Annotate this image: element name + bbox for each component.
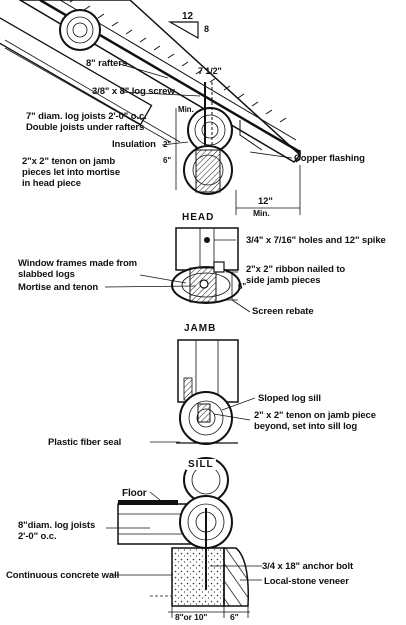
top-joists-label: 7" diam. log joists 2'-0" o.c. Double jo… bbox=[26, 111, 147, 133]
min-vertical-label: Min. bbox=[178, 105, 194, 114]
slope-rise-label: 12 bbox=[182, 11, 193, 22]
head-logs bbox=[175, 82, 301, 215]
leader-lines bbox=[104, 63, 293, 581]
concrete-wall-label: Continuous concrete wall bbox=[6, 570, 120, 581]
anchor-bolt-label: 3/4 x 18" anchor bolt bbox=[262, 561, 354, 572]
sill-detail bbox=[176, 339, 239, 503]
slope-run-label: 8 bbox=[204, 24, 209, 34]
mortise-tenon-label: Mortise and tenon bbox=[18, 282, 99, 293]
sloped-sill-label: Sloped log sill bbox=[258, 393, 321, 404]
jamb-detail bbox=[171, 261, 241, 304]
sill-tenon-label: 2" x 2" tenon on jamb piece beyond, set … bbox=[254, 410, 376, 432]
rafter-space-label: 7 1/2" bbox=[198, 66, 222, 76]
wall-dim-label: 8"or 10" bbox=[175, 612, 208, 622]
head-tenon-label: 2"x 2" tenon on jamb pieces let into mor… bbox=[22, 156, 121, 189]
head-section-label: HEAD bbox=[180, 212, 217, 223]
insulation-label: Insulation bbox=[112, 139, 156, 150]
slope-symbol bbox=[167, 21, 199, 40]
copper-flashing-label: Copper flashing bbox=[294, 153, 365, 164]
jamb-section-label: JAMB bbox=[182, 323, 219, 334]
jamb-dim-label: 6" bbox=[238, 282, 247, 291]
screen-rebate-label: Screen rebate bbox=[252, 306, 314, 317]
floor-label: Floor bbox=[122, 488, 147, 499]
sill-section-label: SILL bbox=[186, 459, 216, 470]
overhang-min-label: Min. bbox=[253, 208, 270, 218]
floor-foundation bbox=[117, 495, 250, 618]
ribbon-label: 2"x 2" ribbon nailed to side jamb pieces bbox=[246, 264, 346, 286]
bottom-joists-label: 8"diam. log joists 2'-0" o.c. bbox=[18, 520, 96, 542]
rafters-label: 8" rafters bbox=[86, 58, 127, 69]
overhang-label: 12" bbox=[258, 196, 273, 207]
wall-jamb-strip bbox=[175, 227, 239, 271]
window-frames-label: Window frames made from slabbed logs bbox=[18, 258, 138, 280]
holes-label: 3/4" x 7/16" holes and 12" spike bbox=[246, 235, 386, 246]
stone-veneer-label: Local-stone veneer bbox=[264, 576, 349, 587]
plastic-seal-label: Plastic fiber seal bbox=[48, 437, 122, 448]
veneer-dim-label: 6" bbox=[230, 612, 239, 622]
log-screw-label: 3/8" x 8" log screw bbox=[92, 86, 175, 97]
dim-2-label: 2" bbox=[163, 140, 172, 149]
dim-6-label: 6" bbox=[163, 156, 172, 165]
roof-section bbox=[0, 0, 302, 163]
